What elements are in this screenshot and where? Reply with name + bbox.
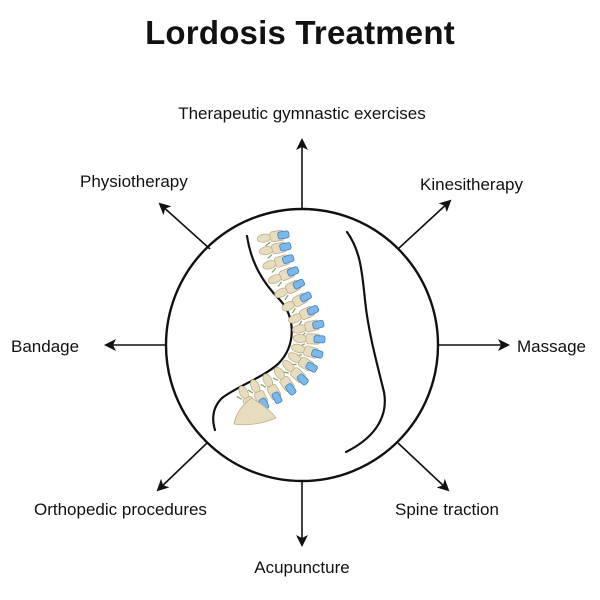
vertebra <box>256 229 290 247</box>
vertebra <box>288 305 320 327</box>
vertebra <box>292 333 326 348</box>
arrow-top-left <box>158 202 211 250</box>
vertebra <box>247 379 270 411</box>
diagram-title: Lordosis Treatment <box>145 14 455 51</box>
vertebra <box>281 291 312 314</box>
vertebra <box>282 360 309 386</box>
vertebra <box>267 266 300 287</box>
arrow-bottom-right <box>397 442 450 492</box>
spine-illustration <box>233 229 326 426</box>
label-spine-traction: Spine traction <box>395 500 499 519</box>
body-front-contour <box>344 230 386 454</box>
arrow-top-right <box>397 199 452 250</box>
label-physiotherapy: Physiotherapy <box>80 172 188 191</box>
label-acupuncture: Acupuncture <box>254 558 350 577</box>
label-therapeutic-gymnastic-exercises: Therapeutic gymnastic exercises <box>178 104 426 123</box>
sacrum <box>233 397 277 426</box>
vertebra <box>291 343 324 359</box>
vertebra <box>260 373 283 404</box>
body-back-contour <box>212 234 293 432</box>
vertebra <box>287 352 318 373</box>
label-kinesitherapy: Kinesitherapy <box>420 175 524 194</box>
label-massage: Massage <box>517 337 586 356</box>
label-bandage: Bandage <box>11 337 80 356</box>
vertebra <box>258 241 292 259</box>
label-orthopedic-procedures: Orthopedic procedures <box>34 500 207 519</box>
vertebra <box>272 366 297 396</box>
vertebra <box>274 278 306 301</box>
arrow-bottom-left <box>156 442 208 492</box>
vertebra <box>262 254 295 273</box>
